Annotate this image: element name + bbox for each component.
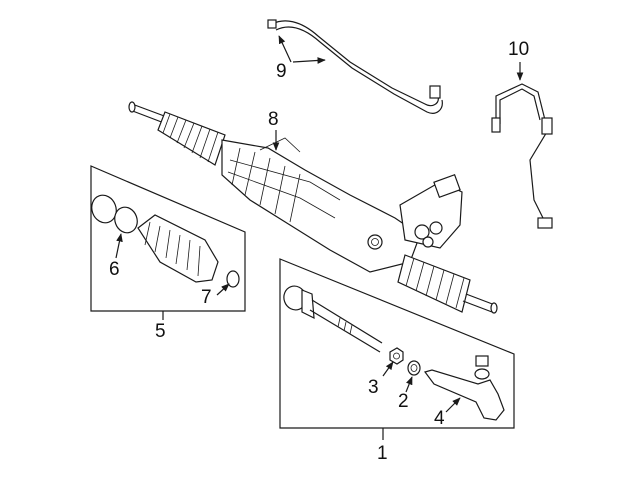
callout-2: 2 xyxy=(398,391,409,412)
callout-3: 3 xyxy=(368,377,379,398)
callout-7: 7 xyxy=(201,287,212,308)
callout-8: 8 xyxy=(268,109,279,130)
callout-4: 4 xyxy=(434,408,445,429)
tie-rod-kit-box xyxy=(279,258,515,440)
wire-harness xyxy=(491,83,553,229)
leader-9a xyxy=(278,35,292,63)
boot-kit-box xyxy=(90,165,246,320)
callout-1: 1 xyxy=(377,443,388,464)
callout-6: 6 xyxy=(109,259,120,280)
callout-10: 10 xyxy=(508,39,530,60)
steering-rack xyxy=(128,101,498,314)
leader-9b xyxy=(292,57,326,64)
callout-5: 5 xyxy=(155,321,166,342)
callout-9: 9 xyxy=(276,61,287,82)
pressure-hose xyxy=(267,19,443,114)
